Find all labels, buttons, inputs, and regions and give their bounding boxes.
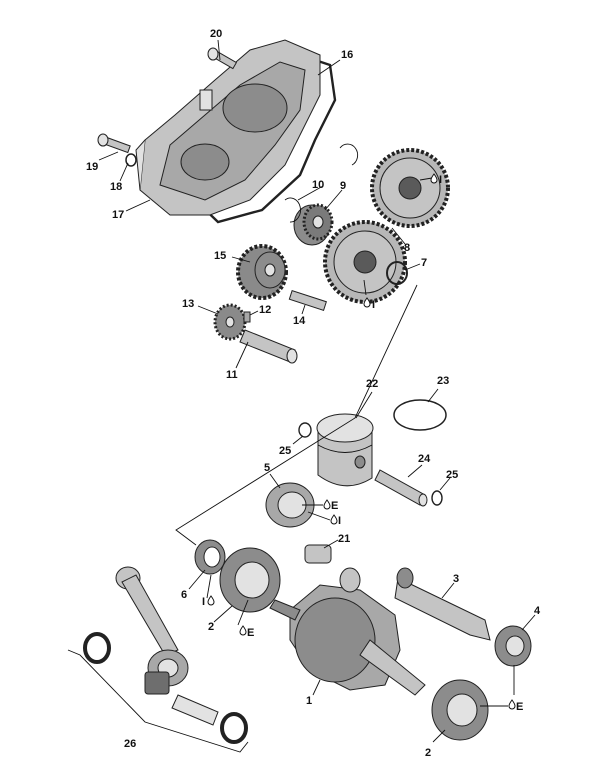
oil-drop-icon <box>239 625 247 636</box>
bearing-2-right <box>431 679 489 741</box>
callout-3: 3 <box>453 573 459 585</box>
callout-18: 18 <box>110 181 122 193</box>
bolt-19 <box>97 133 131 154</box>
callout-20: 20 <box>210 28 222 40</box>
callout-2: 2 <box>208 621 214 633</box>
callout-21: 21 <box>338 533 350 545</box>
bearing-2-left <box>219 547 281 613</box>
key-12 <box>243 311 251 323</box>
assembly-bracket-lines <box>67 284 418 753</box>
callout-8: 8 <box>404 242 410 254</box>
cover-bolt-20 <box>207 47 238 70</box>
lube-mark: I <box>202 596 205 608</box>
leader-lines <box>98 39 536 743</box>
callout-10: 10 <box>312 179 324 191</box>
crankshaft-1 <box>269 567 426 696</box>
circlip-25b <box>431 490 443 506</box>
gear-15 <box>236 244 288 300</box>
callout-16: 16 <box>341 49 353 61</box>
callout-7: 7 <box>421 257 427 269</box>
lube-mark: I <box>372 299 375 311</box>
callout-14: 14 <box>293 315 306 327</box>
shaft-11 <box>239 329 298 364</box>
callout-25: 25 <box>446 469 458 481</box>
callout-23: 23 <box>437 375 449 387</box>
pin-14 <box>288 290 327 311</box>
callout-17: 17 <box>112 209 124 221</box>
oil-drop-icon <box>363 297 371 308</box>
callout-24: 24 <box>418 453 431 465</box>
lube-mark: E <box>331 500 338 512</box>
lube-mark: E <box>247 627 254 639</box>
gear-9 <box>293 203 334 246</box>
connecting-rod-kit-26 <box>83 566 248 744</box>
callout-9: 9 <box>340 180 346 192</box>
seal-6 <box>194 539 226 575</box>
bearing-4 <box>494 625 532 667</box>
callout-15: 15 <box>214 250 226 262</box>
callout-4: 4 <box>534 605 541 617</box>
needle-bearing-21 <box>304 544 332 564</box>
gear-13 <box>213 303 247 341</box>
callout-25: 25 <box>279 445 291 457</box>
balancer-shaft-3 <box>394 567 491 641</box>
callout-1: 1 <box>306 695 312 707</box>
callout-11: 11 <box>226 369 238 381</box>
callout-6: 6 <box>181 589 187 601</box>
callout-5: 5 <box>264 462 270 474</box>
crankcase-cover-17 <box>135 39 321 216</box>
callout-2: 2 <box>425 747 431 759</box>
lube-mark: I <box>338 515 341 527</box>
piston-ring-23 <box>393 399 447 431</box>
oil-drop-icon <box>323 499 331 510</box>
callout-numbers: 20 16 19 18 17 10 9 15 8 7 13 12 14 11 2… <box>86 28 541 759</box>
oil-drop-icon <box>330 514 338 525</box>
gear-8-lower <box>323 220 407 304</box>
gear-8-upper <box>370 148 450 228</box>
lube-marks: I I E I I E E <box>202 174 523 713</box>
washer-18 <box>125 153 137 167</box>
lube-mark: I <box>439 174 442 186</box>
oil-drop-icon <box>430 173 438 184</box>
circlip-10 <box>284 143 359 223</box>
oil-drop-icon <box>508 699 516 710</box>
callout-13: 13 <box>182 298 194 310</box>
callout-26: 26 <box>124 738 136 750</box>
circlip-25a <box>298 422 312 438</box>
oil-drop-icons <box>207 173 516 710</box>
callout-22: 22 <box>366 378 378 390</box>
washer-7 <box>386 261 408 285</box>
oil-drop-icon <box>207 595 215 606</box>
piston-pin-24 <box>374 469 428 507</box>
callout-19: 19 <box>86 161 98 173</box>
piston-22 <box>316 413 374 487</box>
lube-mark: E <box>516 701 523 713</box>
callout-12: 12 <box>259 304 271 316</box>
